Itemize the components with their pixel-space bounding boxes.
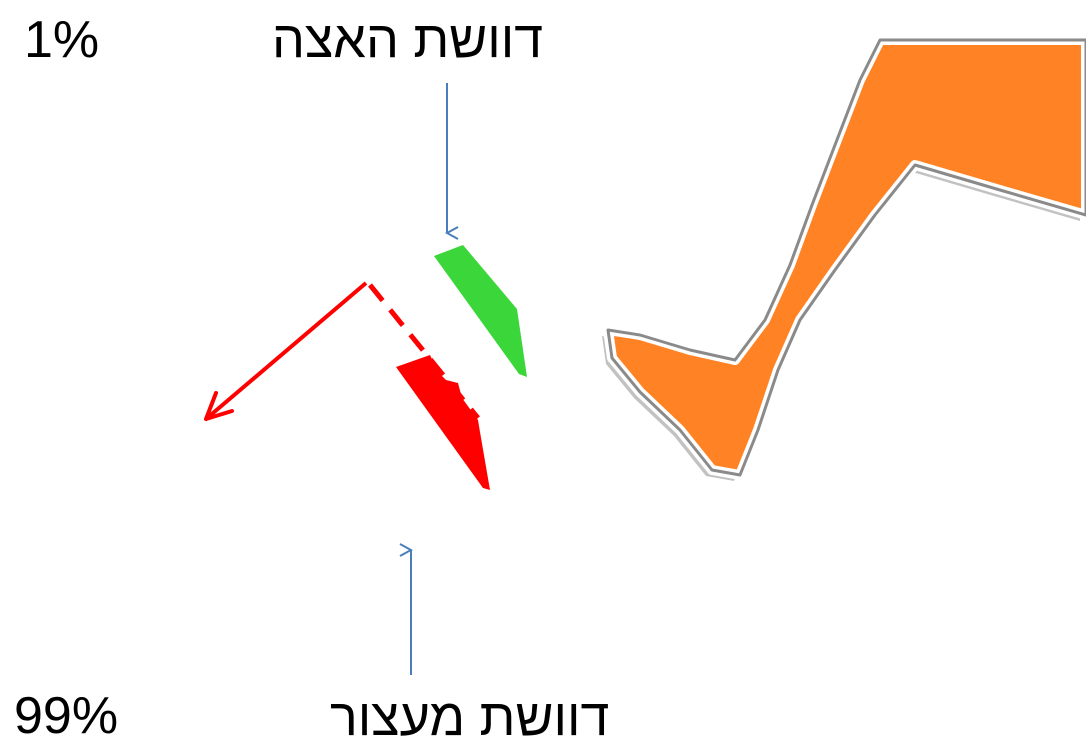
brake-motion-arrow [204,281,368,421]
percent-top-label: 1% [24,11,100,69]
accelerator-pedal-label: דוושת האצה [272,11,544,69]
leg-icon [602,35,1086,481]
brake-pedal-icon [368,283,490,490]
percent-bottom-label: 99% [14,687,119,745]
brake-pedal-label: דוושת מעצור [330,689,610,747]
accelerator-pedal-icon [434,245,527,377]
